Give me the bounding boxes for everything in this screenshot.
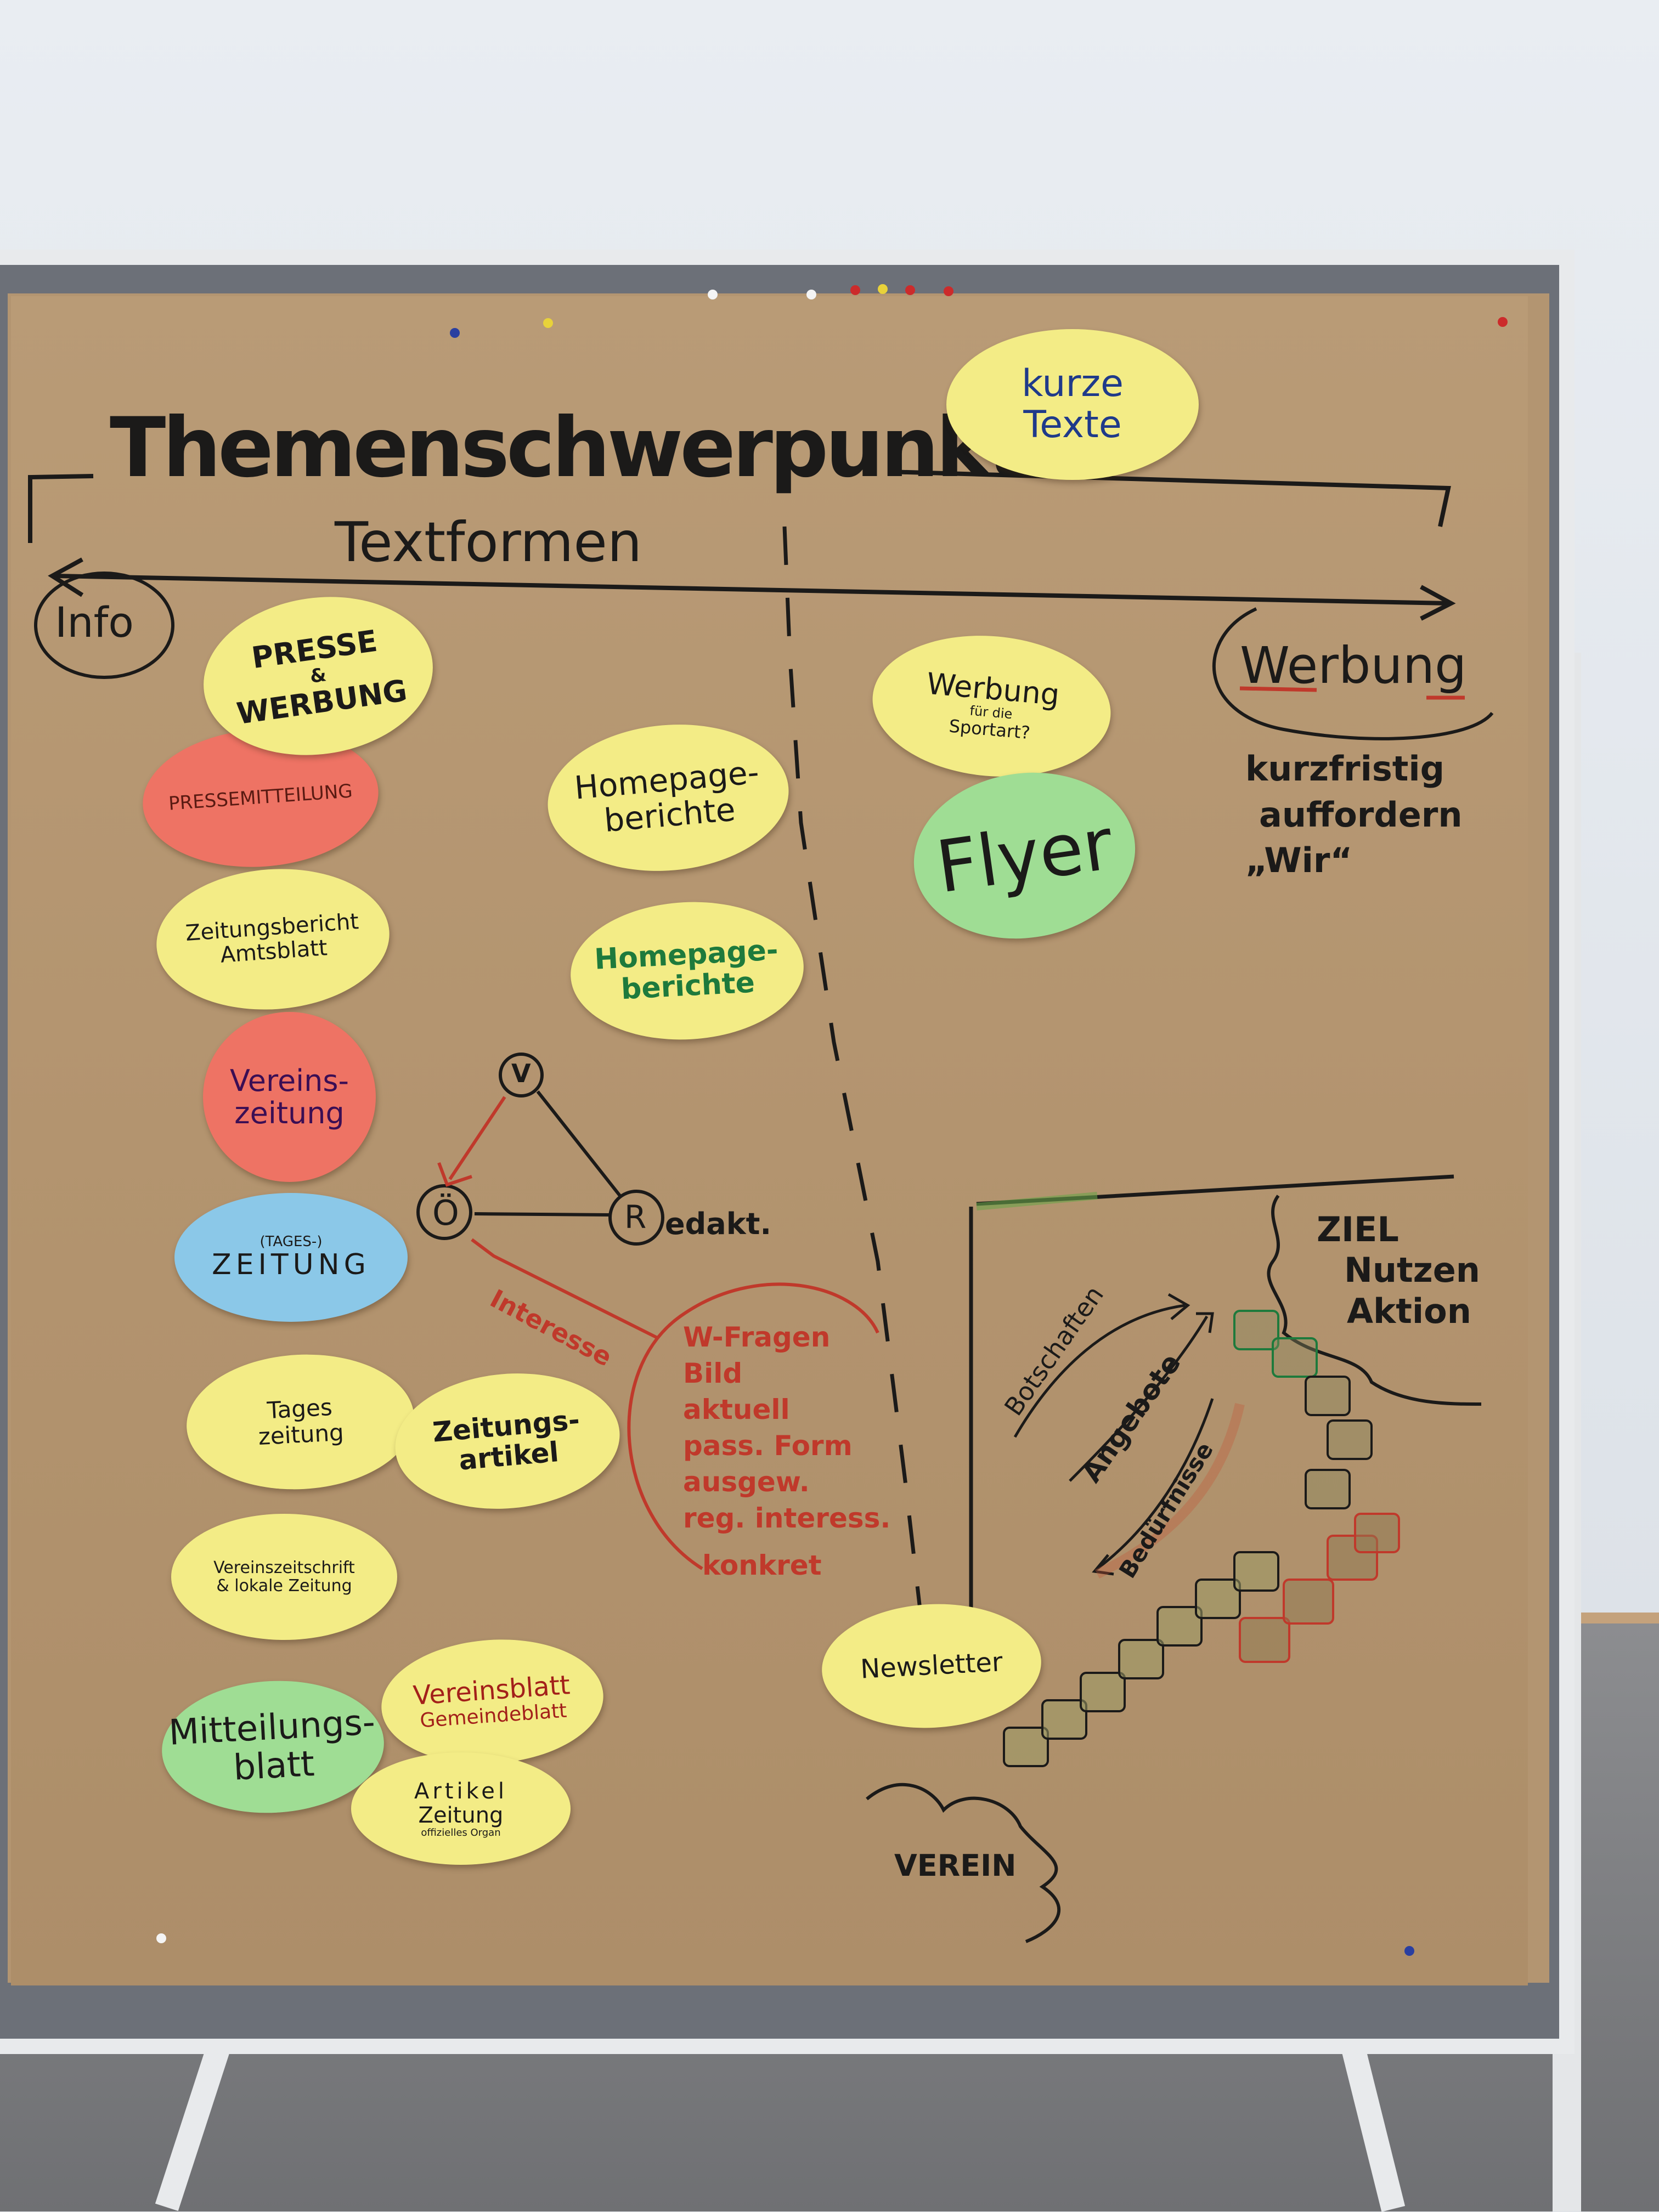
bubble-line: Vereins-	[229, 1063, 349, 1098]
bubble-line: blatt	[232, 1744, 316, 1789]
bubble-line: Sportart?	[948, 715, 1031, 744]
triangle-label-redakt: edakt.	[665, 1207, 771, 1241]
checklist-item: W-Fragen	[683, 1321, 831, 1353]
bubble-line: & lokale Zeitung	[216, 1576, 352, 1596]
bubble-vereinszeitung: Vereins- zeitung	[203, 1012, 376, 1182]
bubble-line: Mitteilungs-	[167, 1701, 376, 1753]
bubble-line: offizielles Organ	[421, 1826, 501, 1838]
checklist-item: aktuell	[683, 1394, 790, 1425]
goal-item: Nutzen	[1344, 1250, 1480, 1291]
note-line: „Wir“	[1245, 840, 1353, 881]
pin-blue	[450, 328, 460, 338]
bubble-line: Vereinszeitschrift	[213, 1558, 355, 1577]
pin-white	[156, 1933, 166, 1943]
verein-label: VEREIN	[894, 1848, 1017, 1883]
checklist-item: reg. interess.	[683, 1502, 891, 1534]
pin-red	[944, 286, 953, 296]
pin-red	[850, 285, 860, 295]
werbung-notes: kurzfristig auffordern „Wir“	[1245, 746, 1463, 884]
bubble-line: berichte	[620, 966, 756, 1006]
goal-item: Aktion	[1347, 1291, 1471, 1331]
axis-label-werbung: Werbung	[1240, 636, 1467, 695]
checklist-item: pass. Form	[683, 1430, 853, 1462]
bubble-line: Artikel	[414, 1778, 508, 1804]
bubble-tageszeitung: (TAGES-) ZEITUNG	[174, 1193, 408, 1322]
pin-blue	[1404, 1946, 1414, 1956]
bubble-line: (TAGES-)	[259, 1233, 323, 1250]
pin-white	[708, 290, 718, 299]
bubble-line: PRESSEMITTEILUNG	[167, 780, 353, 815]
triangle-label-o: Ö	[432, 1193, 459, 1233]
checklist-item: Bild	[683, 1357, 743, 1389]
pin-white	[806, 290, 816, 299]
bubble-vereinszeitschrift: Vereinszeitschrift & lokale Zeitung	[171, 1514, 397, 1640]
bubble-line: Tages	[266, 1394, 333, 1424]
bubble-kurze-texte: kurze Texte	[946, 329, 1199, 480]
bubble-artikel-zeitung: Artikel Zeitung offizielles Organ	[351, 1752, 571, 1865]
checklist: W-Fragen Bild aktuell pass. Form ausgew.…	[683, 1319, 890, 1583]
triangle-label-r: R	[624, 1198, 647, 1236]
bubble-line: zeitung	[234, 1096, 345, 1130]
bubble-line: Newsletter	[859, 1647, 1004, 1685]
bubble-line: kurze	[1022, 361, 1124, 405]
pin-red	[1498, 317, 1508, 327]
axis-label-info: Info	[55, 598, 134, 647]
note-line: auffordern	[1259, 794, 1463, 835]
goal-list: ZIEL Nutzen Aktion	[1317, 1209, 1480, 1332]
goal-item: ZIEL	[1317, 1209, 1399, 1249]
bubble-line: Zeitung	[418, 1802, 504, 1828]
note-line: kurzfristig	[1245, 749, 1445, 789]
pin-yellow	[543, 318, 553, 328]
bubble-line: Texte	[1023, 403, 1122, 446]
bubble-line: ZEITUNG	[212, 1248, 370, 1282]
pin-yellow	[878, 284, 888, 294]
bubble-line: zeitung	[257, 1418, 345, 1450]
checklist-item: konkret	[702, 1549, 822, 1581]
checklist-item: ausgew.	[683, 1466, 810, 1498]
poster-subtitle: Textformen	[335, 510, 642, 574]
triangle-label-v: V	[511, 1059, 531, 1088]
poster-title: Themenschwerpunkte	[110, 400, 1079, 496]
bubble-line: Flyer	[931, 801, 1118, 909]
pin-red	[905, 285, 915, 295]
